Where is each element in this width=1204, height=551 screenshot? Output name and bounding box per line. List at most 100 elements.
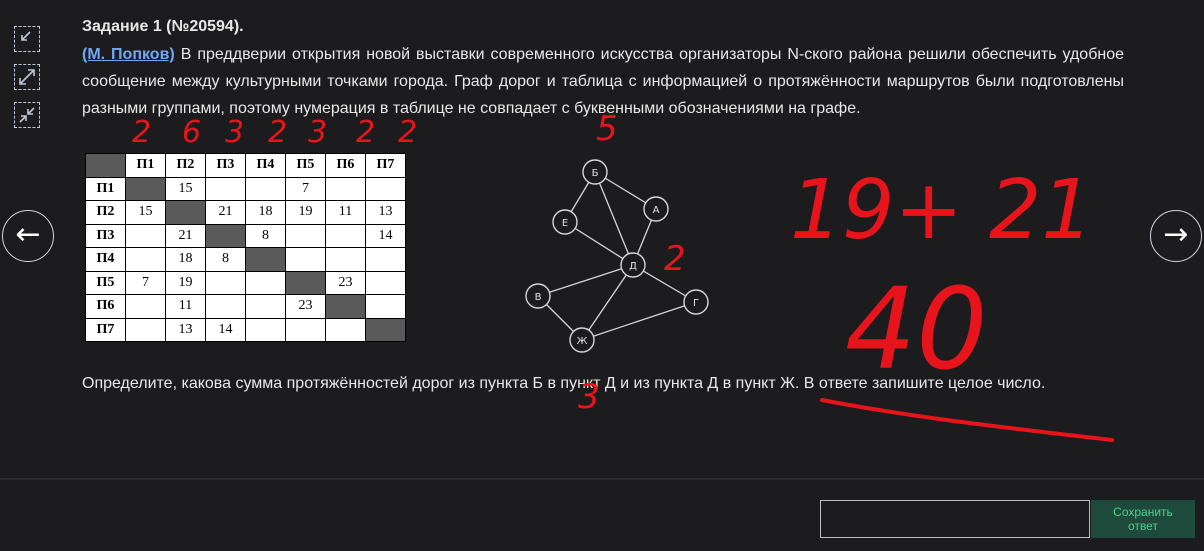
table-cell bbox=[125, 223, 166, 248]
graph-node-label: Ж bbox=[577, 336, 588, 347]
column-header: П2 bbox=[165, 153, 206, 178]
table-cell bbox=[165, 200, 206, 225]
graph-node-label: Е bbox=[562, 218, 568, 229]
table-row: П6 11 23 bbox=[85, 294, 406, 319]
answer-input[interactable] bbox=[820, 500, 1090, 538]
author-link[interactable]: (М. Попков) bbox=[82, 46, 175, 63]
table-cell bbox=[205, 270, 246, 295]
table-cell bbox=[245, 294, 286, 319]
table-cell bbox=[325, 294, 366, 319]
next-task-button[interactable]: → bbox=[1150, 210, 1202, 262]
row-header: П6 bbox=[85, 294, 126, 319]
table-cell: 21 bbox=[205, 200, 246, 225]
table-cell: 21 bbox=[165, 223, 206, 248]
table-cell bbox=[245, 247, 286, 272]
column-header: П4 bbox=[245, 153, 286, 178]
divider bbox=[0, 478, 1204, 480]
graph-edge bbox=[564, 221, 634, 266]
question-text: Определите, какова сумма протяжённостей … bbox=[82, 375, 1046, 392]
task-title: Задание 1 (№20594). bbox=[82, 18, 244, 35]
annotation-sum: 19+ 21 bbox=[790, 163, 1093, 258]
column-header: П3 bbox=[205, 153, 246, 178]
table-cell bbox=[325, 317, 366, 342]
table-cell bbox=[325, 176, 366, 201]
table-cell bbox=[285, 317, 326, 342]
table-cell: 15 bbox=[125, 200, 166, 225]
table-cell: 8 bbox=[205, 247, 246, 272]
table-cell: 11 bbox=[325, 200, 366, 225]
table-cell bbox=[285, 223, 326, 248]
column-header: П6 bbox=[325, 153, 366, 178]
table-cell bbox=[125, 317, 166, 342]
table-cell: 19 bbox=[165, 270, 206, 295]
table-corner bbox=[85, 153, 126, 178]
graph-node-label: Г bbox=[693, 298, 699, 309]
table-cell: 11 bbox=[165, 294, 206, 319]
table-cell: 18 bbox=[245, 200, 286, 225]
question-block: Определите, какова сумма протяжённостей … bbox=[82, 370, 1124, 397]
column-header: П1 bbox=[125, 153, 166, 178]
row-header: П7 bbox=[85, 317, 126, 342]
row-header: П4 bbox=[85, 247, 126, 272]
graph-node-label: В bbox=[535, 292, 542, 303]
graph-edge bbox=[581, 301, 697, 341]
road-graph: Б А Е Д В Г Ж bbox=[525, 159, 709, 353]
graph-node: Е bbox=[552, 209, 578, 235]
table-cell bbox=[125, 247, 166, 272]
save-answer-button[interactable]: Сохранить ответ bbox=[1091, 500, 1195, 538]
graph-edge bbox=[581, 264, 634, 341]
table-cell: 8 bbox=[245, 223, 286, 248]
row-header: П2 bbox=[85, 200, 126, 225]
table-cell bbox=[365, 294, 406, 319]
graph-node-label: А bbox=[653, 205, 660, 216]
column-header: П5 bbox=[285, 153, 326, 178]
graph-node: А bbox=[643, 196, 669, 222]
table-cell bbox=[205, 223, 246, 248]
table-cell bbox=[205, 294, 246, 319]
row-header: П5 bbox=[85, 270, 126, 295]
annotation-underline bbox=[820, 398, 1114, 442]
table-cell: 7 bbox=[285, 176, 326, 201]
prev-task-button[interactable]: ← bbox=[2, 210, 54, 262]
table-cell: 15 bbox=[165, 176, 206, 201]
table-cell bbox=[325, 247, 366, 272]
table-cell bbox=[285, 247, 326, 272]
collapse-icon[interactable] bbox=[14, 26, 40, 52]
table-cell: 19 bbox=[285, 200, 326, 225]
table-cell bbox=[245, 270, 286, 295]
task-intro: (М. Попков) В преддверии открытия новой … bbox=[82, 41, 1124, 122]
table-cell: 23 bbox=[285, 294, 326, 319]
table-cell bbox=[245, 176, 286, 201]
graph-node-label: Б bbox=[592, 168, 599, 179]
table-cell: 7 bbox=[125, 270, 166, 295]
table-cell bbox=[325, 223, 366, 248]
table-cell bbox=[365, 176, 406, 201]
table-cell bbox=[285, 270, 326, 295]
graph-node: В bbox=[525, 283, 551, 309]
table-row: П1 15 7 bbox=[85, 176, 406, 201]
table-cell: 13 bbox=[165, 317, 206, 342]
graph-edge bbox=[594, 171, 634, 266]
graph-node-label: Д bbox=[629, 261, 637, 272]
table-cell bbox=[365, 317, 406, 342]
table-cell: 14 bbox=[205, 317, 246, 342]
table-cell: 14 bbox=[365, 223, 406, 248]
shrink-icon[interactable] bbox=[14, 102, 40, 128]
row-header: П1 bbox=[85, 176, 126, 201]
table-cell: 23 bbox=[325, 270, 366, 295]
expand-icon[interactable] bbox=[14, 64, 40, 90]
table-cell bbox=[205, 176, 246, 201]
table-cell bbox=[365, 247, 406, 272]
table-cell: 18 bbox=[165, 247, 206, 272]
table-cell bbox=[245, 317, 286, 342]
task-intro-text: В преддверии открытия новой выставки сов… bbox=[82, 46, 1125, 117]
task-content: Задание 1 (№20594). (М. Попков) В преддв… bbox=[82, 17, 1124, 122]
table-cell bbox=[125, 294, 166, 319]
graph-node: Ж bbox=[569, 327, 595, 353]
